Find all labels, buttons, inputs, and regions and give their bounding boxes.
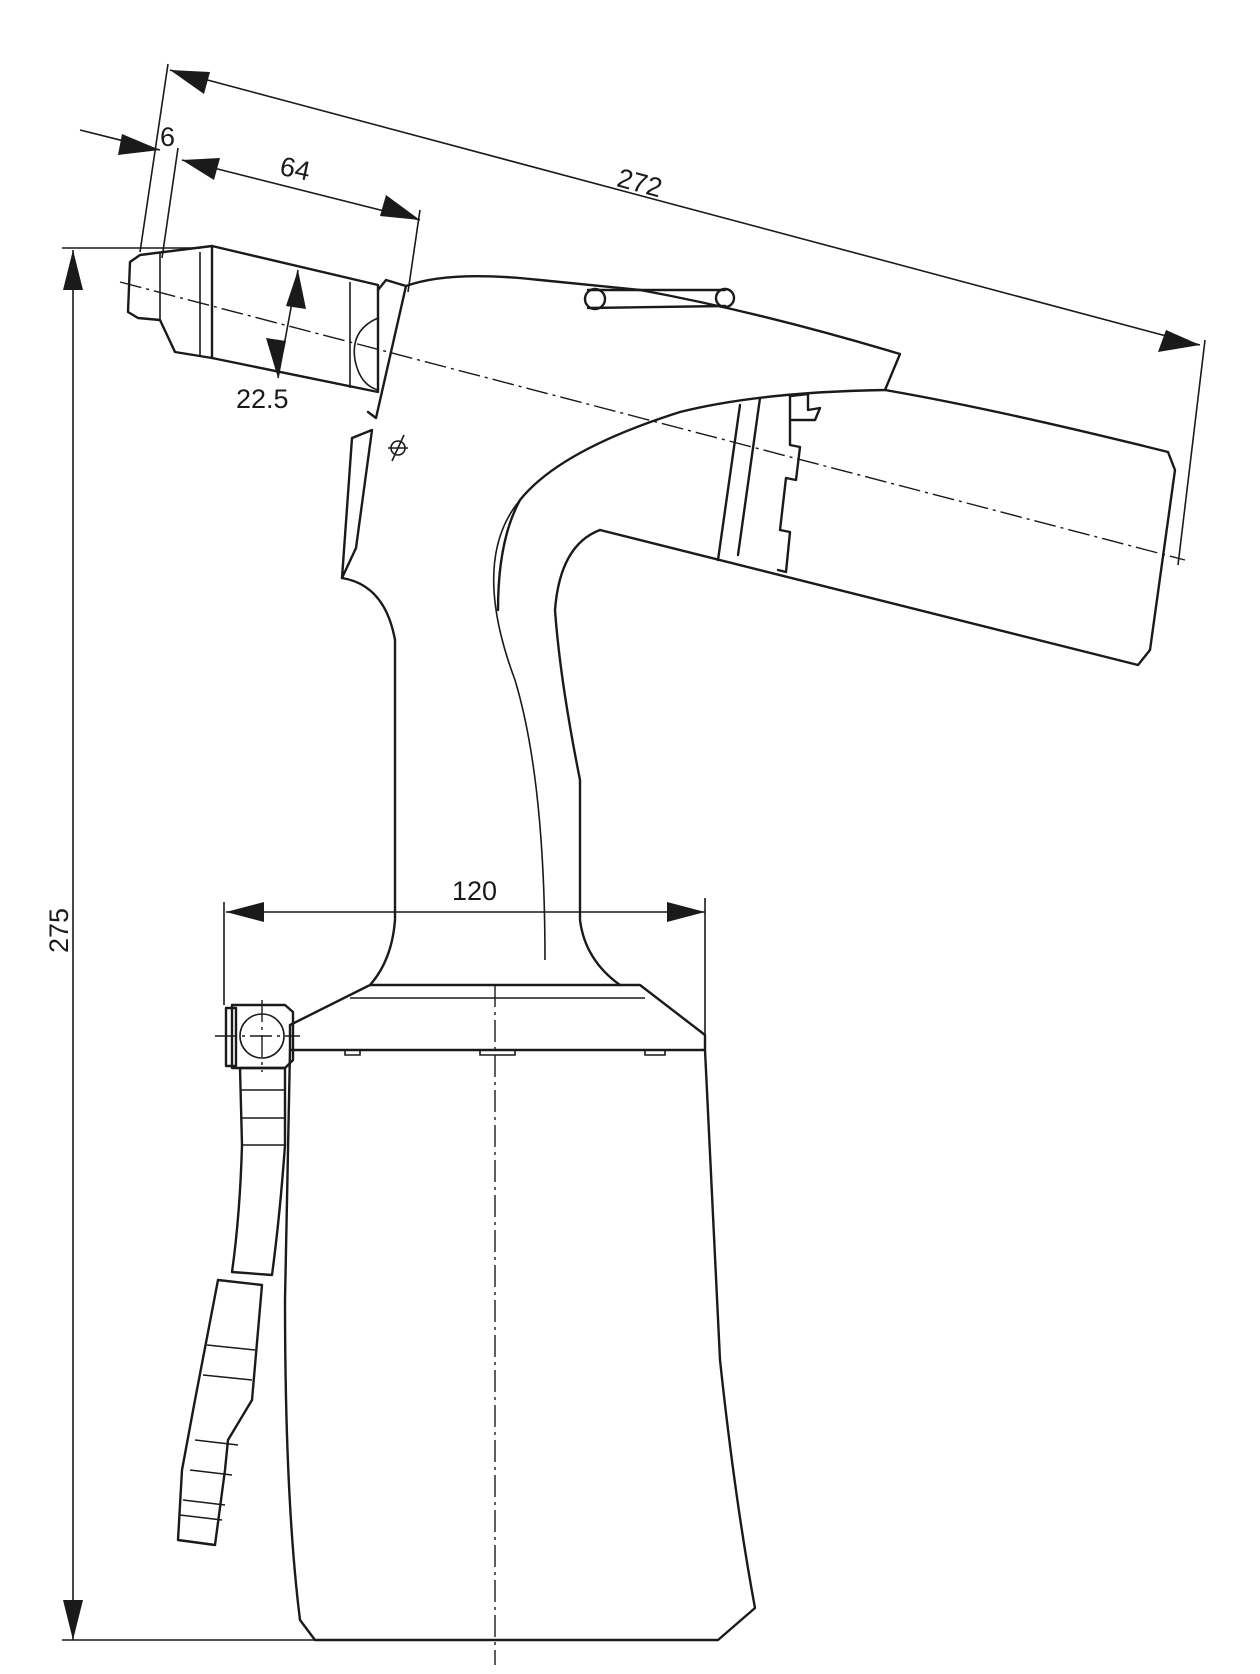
rivet-gun-outline (126, 244, 1177, 1642)
diameter-symbol (388, 434, 408, 462)
rear-ring (716, 396, 762, 562)
top-valve (586, 288, 727, 310)
base-reservoir (283, 1048, 757, 1642)
dim-272-label: 272 (614, 163, 665, 204)
air-swivel (230, 1003, 295, 1070)
dim-base-width: 120 (223, 876, 706, 1050)
base-collar (288, 983, 707, 1052)
dim-overall-height: 275 (44, 247, 320, 1641)
dim-head-diameter: 22.5 (236, 269, 306, 414)
dim-22-5-label: 22.5 (236, 384, 289, 414)
rear-cylinder (598, 388, 1177, 667)
upper-body (404, 274, 902, 612)
center-lines (119, 281, 1186, 1665)
dim-overall-length: 272 (139, 63, 1206, 566)
dim-6-label: 6 (160, 122, 175, 152)
air-hose (230, 1066, 287, 1277)
trigger (340, 428, 374, 580)
dim-nosepiece-offset: 6 (79, 122, 179, 259)
handle (340, 576, 397, 987)
head-cylinder (210, 244, 380, 394)
head-flange (366, 278, 408, 420)
dimensions: 272 6 64 22.5 (44, 63, 1206, 1641)
dim-275-label: 275 (44, 908, 74, 953)
dim-120-label: 120 (452, 876, 497, 906)
dim-head-length: 64 (181, 151, 421, 293)
dim-64-label: 64 (277, 151, 313, 187)
